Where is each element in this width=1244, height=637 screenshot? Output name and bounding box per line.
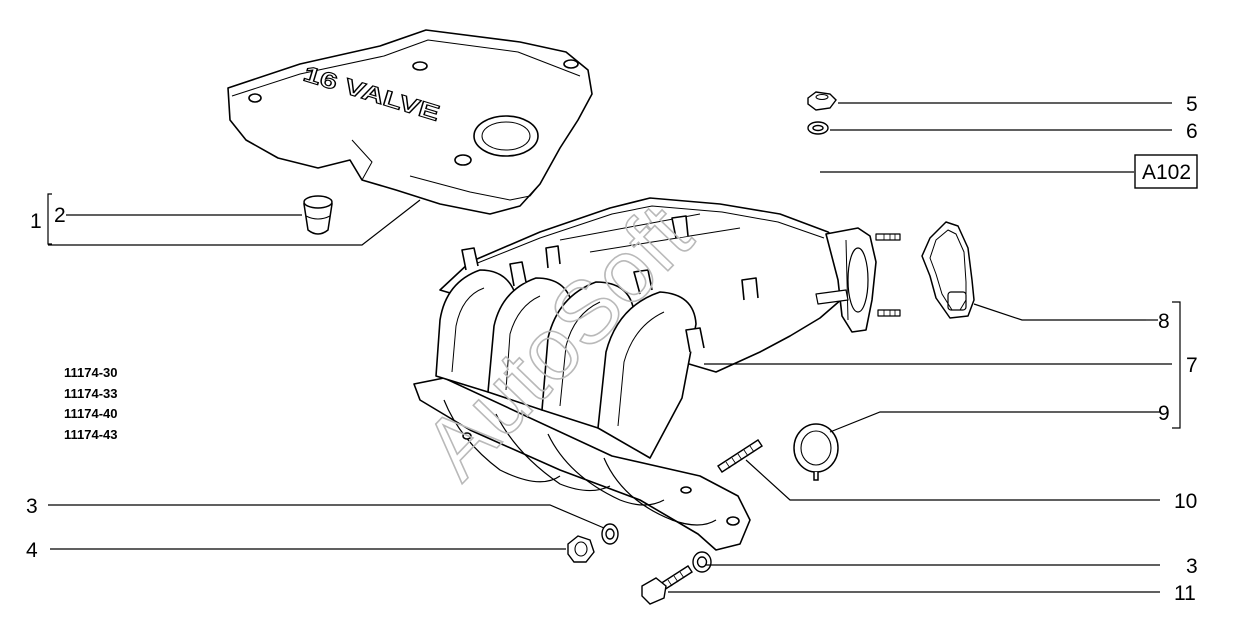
model-code: 11174-43 (64, 426, 118, 442)
callout-3-right: 3 (1186, 555, 1198, 578)
callout-3-left: 3 (26, 495, 38, 518)
nut-part-5 (807, 91, 837, 111)
reference-label: A102 (1142, 161, 1191, 184)
callout-5: 5 (1186, 93, 1198, 116)
callout-6: 6 (1186, 120, 1198, 143)
bolt (641, 565, 693, 605)
model-codes: 11174-30 11174-33 11174-40 11174-43 (64, 363, 118, 445)
engine-cover (227, 29, 593, 215)
callout-11: 11 (1174, 582, 1196, 605)
callout-1: 1 (30, 210, 42, 233)
reference-box (1134, 154, 1198, 189)
callout-9: 9 (1158, 402, 1170, 425)
washer-part-6 (807, 121, 829, 135)
model-code: 11174-33 (64, 385, 118, 401)
nut-part-4 (567, 535, 595, 563)
leader-lines (47, 102, 1181, 593)
stud (717, 439, 763, 473)
seal-ring (793, 423, 839, 481)
washer-part-3-lower (692, 551, 712, 573)
throttle-gasket (921, 221, 975, 319)
callout-7: 7 (1186, 354, 1198, 377)
callout-4: 4 (26, 539, 38, 562)
callout-2: 2 (54, 204, 66, 227)
model-code: 11174-40 (64, 406, 118, 421)
model-code: 11174-30 (64, 365, 118, 380)
intake-manifold (413, 197, 901, 551)
callout-8: 8 (1158, 310, 1170, 333)
washer-part-3-upper (601, 523, 619, 545)
rubber-plug (303, 195, 333, 235)
callout-10: 10 (1174, 490, 1197, 513)
